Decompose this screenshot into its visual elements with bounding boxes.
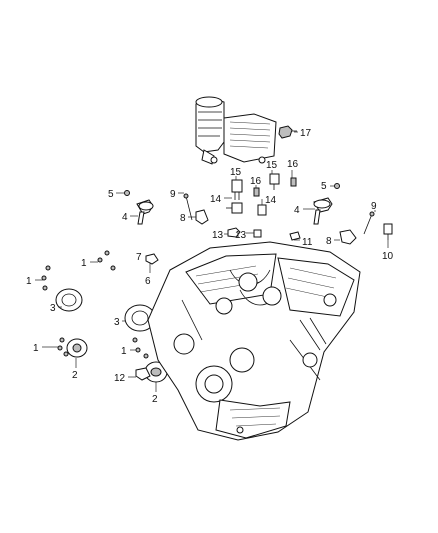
sensor-8b [339, 229, 357, 245]
sensor-7 [145, 253, 159, 265]
callout-9: 9 [170, 189, 176, 200]
callout-8: 8 [180, 213, 186, 224]
callout-4: 4 [122, 212, 128, 223]
callout-13: 13 [235, 230, 247, 241]
bolt-16a [253, 187, 260, 197]
sensor-8a [195, 209, 209, 225]
leader-lines [35, 131, 389, 392]
callout-1: 1 [121, 346, 127, 357]
callouts: 17 16 15 15 16 5 5 9 9 14 14 4 4 8 8 13 … [26, 128, 394, 405]
callout-13: 13 [212, 230, 224, 241]
callout-8: 8 [326, 236, 332, 247]
sensor-15b [269, 173, 280, 190]
callout-4: 4 [294, 205, 300, 216]
sensor-11 [289, 231, 301, 241]
callout-14: 14 [265, 195, 277, 206]
cam-cover-3b [124, 304, 156, 332]
callout-15: 15 [266, 160, 278, 171]
callout-11: 11 [302, 237, 313, 248]
callout-10: 10 [382, 251, 394, 262]
callout-12: 12 [114, 373, 126, 384]
bolts-1-lower [57, 337, 149, 359]
callout-9: 9 [371, 201, 377, 212]
callout-2: 2 [152, 394, 158, 405]
ignition-coil-4a [136, 199, 154, 225]
sensor-17 [278, 125, 297, 139]
cam-cover-3a [55, 288, 83, 312]
callout-1: 1 [26, 276, 32, 287]
ignition-coil-4b [313, 197, 333, 225]
callout-6: 6 [145, 276, 151, 287]
callout-7: 7 [136, 252, 142, 263]
fitting-13a [227, 227, 241, 238]
valve-14b [257, 204, 267, 216]
bolt-5b [334, 183, 340, 189]
actuator-2a [66, 338, 88, 358]
valve-14a [226, 202, 243, 214]
sensor-15a [231, 179, 243, 200]
callout-3: 3 [50, 303, 56, 314]
sensor-9a [183, 193, 193, 221]
sensor-12 [135, 367, 151, 381]
bolt-16b [290, 177, 297, 187]
callout-1: 1 [81, 258, 87, 269]
callout-15: 15 [230, 167, 242, 178]
callout-5: 5 [321, 181, 327, 192]
fitting-13b [253, 229, 262, 238]
sensor-9b [363, 211, 375, 235]
callout-5: 5 [108, 189, 114, 200]
callout-14: 14 [210, 194, 222, 205]
callout-3: 3 [114, 317, 120, 328]
callout-16: 16 [250, 176, 262, 187]
engine-block [147, 241, 361, 441]
sensor-10 [383, 223, 393, 240]
bolt-5a [124, 190, 130, 196]
callout-16: 16 [287, 159, 299, 170]
callout-1: 1 [33, 343, 39, 354]
oil-filter-housing [195, 96, 277, 165]
bolts-1-upper [41, 250, 116, 291]
callout-17: 17 [300, 128, 312, 139]
callout-2: 2 [72, 370, 78, 381]
